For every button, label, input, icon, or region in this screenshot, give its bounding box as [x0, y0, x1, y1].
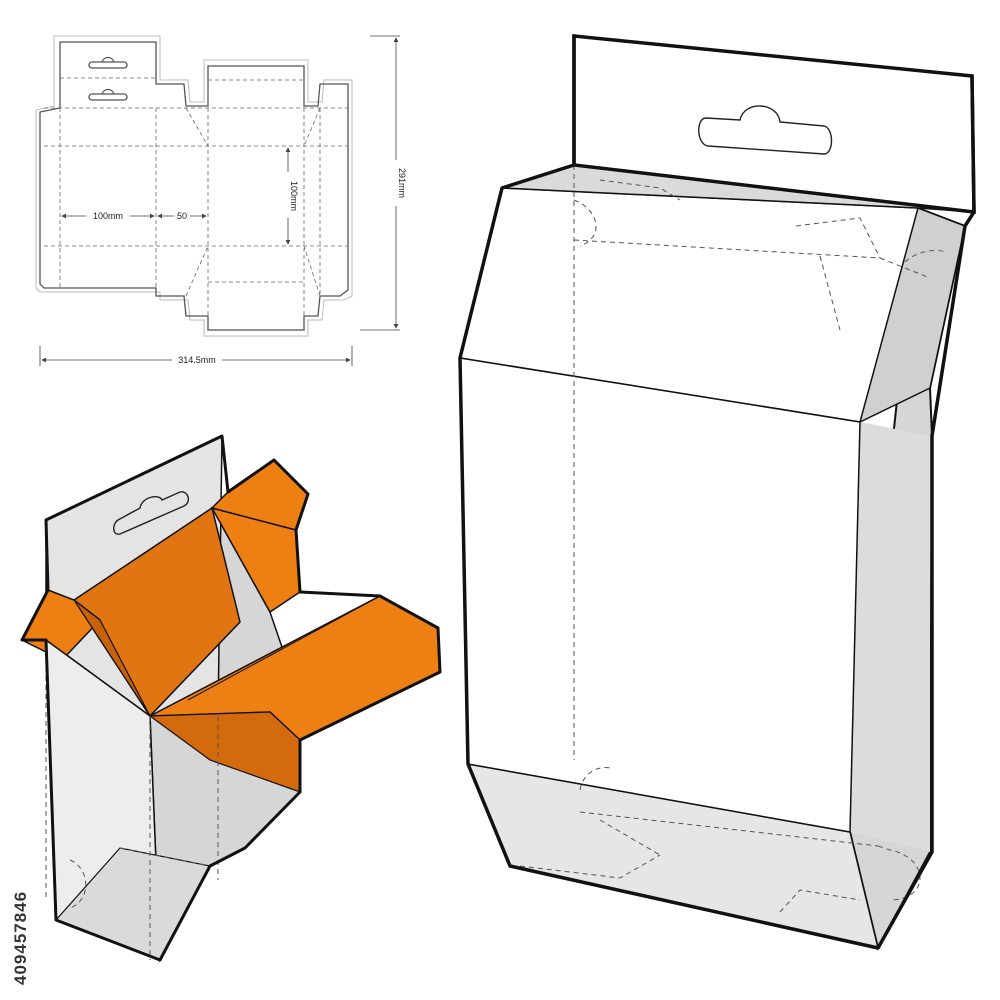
dim-label-panel-width: 100mm [93, 211, 123, 221]
assembled-box-open [20, 434, 442, 963]
assembled-box-closed [458, 34, 976, 951]
stock-image-id: 409457846 [11, 891, 30, 985]
hang-hole-icon [88, 88, 128, 101]
hang-hole-icon [113, 491, 190, 535]
dim-label-panel-height: 100mm [289, 181, 299, 211]
dieline-flat-template: 100mm 50 100mm 291mm 314.5mm [35, 35, 407, 366]
dim-label-total-height: 291mm [397, 168, 407, 198]
hang-hole-icon [698, 105, 833, 155]
dim-label-flap: 50 [177, 211, 187, 221]
hang-hole-icon [88, 56, 128, 69]
dim-label-total-width: 314.5mm [178, 355, 216, 365]
